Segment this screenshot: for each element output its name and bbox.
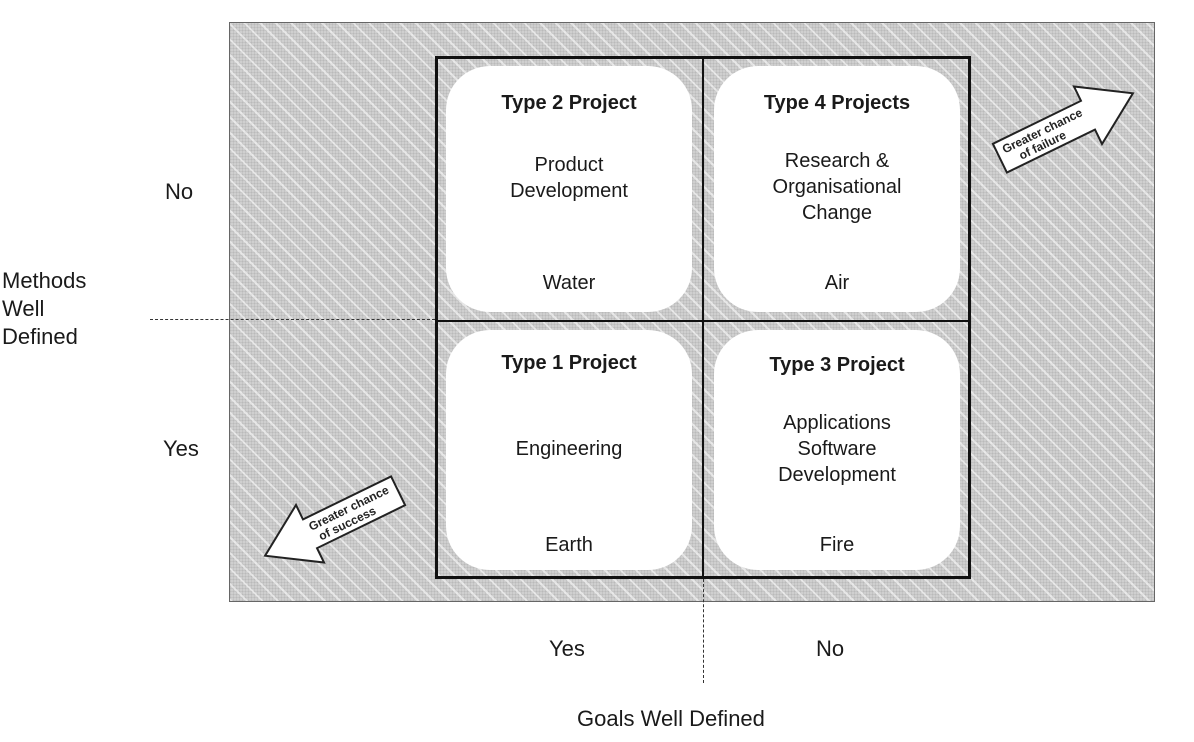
- quadrant-title: Type 4 Projects: [763, 92, 911, 114]
- x-axis-left-value: Yes: [549, 636, 585, 661]
- quadrant-element: Air: [824, 272, 850, 294]
- x-axis-dashed-line: [703, 579, 704, 683]
- vertical-divider: [702, 56, 704, 579]
- quadrant-type-1: Type 1 Project Engineering Earth: [446, 330, 692, 570]
- x-axis-right-value: No: [816, 636, 845, 661]
- quadrant-body: Engineering: [515, 438, 623, 460]
- quadrant-type-4: Type 4 Projects Research & Organisationa…: [714, 66, 960, 312]
- y-axis-label: Methods Well Defined: [2, 268, 87, 349]
- quadrant-title: Type 3 Project: [769, 354, 905, 376]
- quadrant-element: Fire: [819, 534, 855, 556]
- quadrant-body: Applications Software Development: [778, 412, 896, 486]
- y-axis-dashed-line: [150, 319, 435, 320]
- quadrant-element: Earth: [545, 534, 593, 556]
- y-axis-top-value: No: [165, 179, 194, 204]
- quadrant-type-3: Type 3 Project Applications Software Dev…: [714, 330, 960, 570]
- quadrant-title: Type 1 Project: [501, 352, 637, 374]
- quadrant-body: Research & Organisational Change: [772, 150, 902, 224]
- horizontal-divider: [435, 320, 971, 322]
- quadrant-body: Product Development: [510, 154, 628, 202]
- y-axis-bottom-value: Yes: [163, 436, 199, 461]
- x-axis-label: Goals Well Defined: [577, 706, 765, 731]
- quadrant-element: Water: [542, 272, 596, 294]
- quadrant-title: Type 2 Project: [501, 92, 637, 114]
- quadrant-type-2: Type 2 Project Product Development Water: [446, 66, 692, 312]
